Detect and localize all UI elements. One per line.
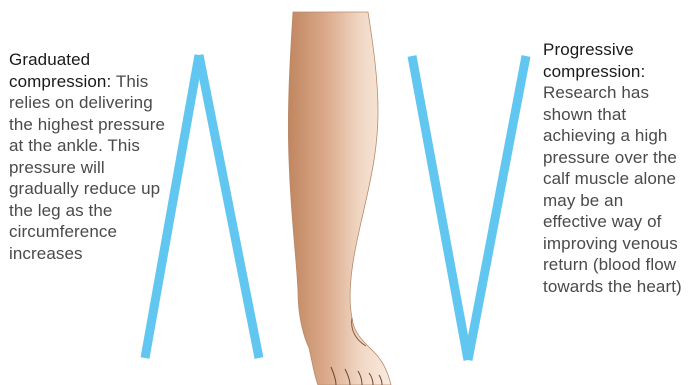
graduated-wedge-icon [145, 55, 259, 358]
leg-shape [288, 12, 391, 385]
progressive-wedge-icon [412, 56, 526, 360]
leg-illustration [288, 12, 391, 385]
